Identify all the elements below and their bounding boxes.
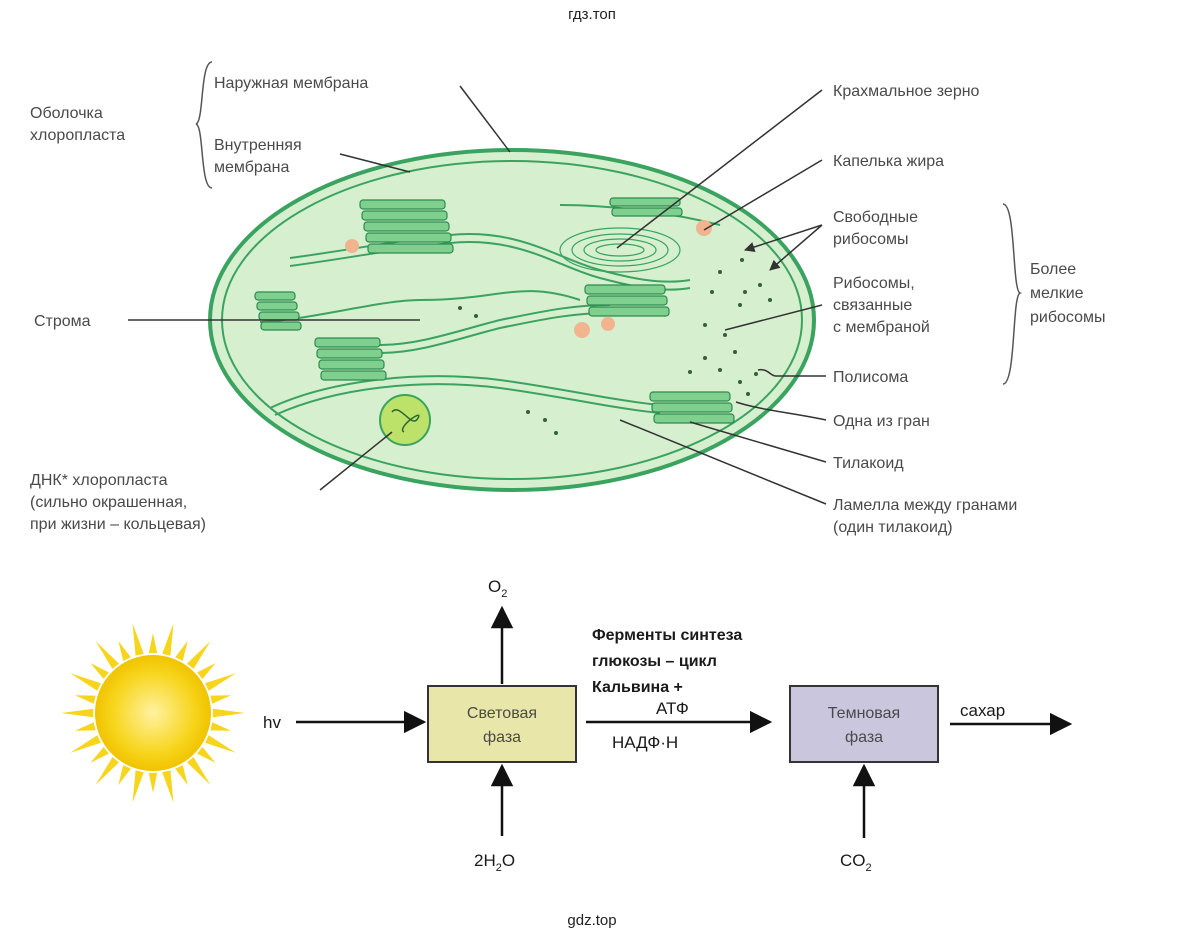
watermark-bottom: gdz.top xyxy=(567,912,617,929)
stroma-label: Строма xyxy=(34,313,91,330)
dark-phase-label-line-2: фаза xyxy=(845,729,883,746)
smaller-ribosomes-label-line-2: мелкие xyxy=(1030,285,1084,302)
sun-ray xyxy=(95,757,119,785)
sun-ray xyxy=(210,722,231,731)
shell-label-line-1: Оболочка xyxy=(30,105,103,122)
sun-ray xyxy=(90,747,109,763)
dna-label-line-1: ДНК* хлоропласта xyxy=(30,472,168,489)
water-label: 2H2O xyxy=(474,851,515,874)
bound-ribosomes-label-line-1: Рибосомы, xyxy=(833,275,915,292)
atp-label: АТФ xyxy=(656,699,689,718)
free-ribosomes-label-line-2: рибосомы xyxy=(833,231,908,248)
nadph-label: НАДФ·Н xyxy=(612,733,678,752)
free-ribosomes-label-line-1: Свободные xyxy=(833,209,918,226)
grana xyxy=(254,197,735,424)
sun-ray xyxy=(95,641,119,669)
sun-ray xyxy=(205,735,236,753)
starch-grain-label: Крахмальное зерно xyxy=(833,83,980,100)
polysome-label: Полисома xyxy=(833,369,908,386)
lamella-label-line-1: Ламелла между гранами xyxy=(833,497,1017,514)
sun-ray xyxy=(162,623,174,656)
sun-ray xyxy=(132,770,144,803)
sun-ray xyxy=(61,708,94,718)
sun-ray xyxy=(70,673,101,691)
sun-ray xyxy=(197,663,216,679)
sun-ray xyxy=(205,673,236,691)
inner-membrane-label-line-2: мембрана xyxy=(214,159,290,176)
bound-ribosomes-label-line-2: связанные xyxy=(833,297,912,314)
sun-ray xyxy=(75,722,96,731)
enzymes-label-line-3: Кальвина + xyxy=(592,679,683,696)
enzymes-label-line-1: Ферменты синтеза xyxy=(592,627,742,644)
dna-label-line-2: (сильно окрашенная, xyxy=(30,494,187,511)
shell-label-line-2: хлоропласта xyxy=(30,127,125,144)
sun-ray xyxy=(132,623,144,656)
watermark-top: гдз.топ xyxy=(568,6,616,23)
sun-ray xyxy=(118,640,131,661)
sun-ray xyxy=(210,695,231,704)
o2-label: O2 xyxy=(488,577,507,600)
chloroplast-drawing xyxy=(208,148,816,492)
sun-ray xyxy=(75,695,96,704)
sun-ray xyxy=(148,633,158,654)
leader-lines xyxy=(128,85,827,505)
ribosomes xyxy=(458,258,772,435)
thylakoid-label: Тилакоид xyxy=(833,455,904,472)
sun-ray xyxy=(197,747,216,763)
dark-phase-box xyxy=(789,685,939,763)
sun-ray xyxy=(187,757,211,785)
enzymes-label-line-2: глюкозы – цикл xyxy=(592,653,717,670)
light-phase-label-line-1: Световая xyxy=(467,705,537,722)
photosynthesis-scheme: hv Световая фаза O2 2H2O Ферменты синтез… xyxy=(61,577,1073,874)
light-phase-label-line-2: фаза xyxy=(483,729,521,746)
smaller-ribosomes-label-line-1: Более xyxy=(1030,261,1076,278)
sun-icon xyxy=(61,623,245,803)
fat-droplet-label: Капелька жира xyxy=(833,153,944,170)
sun-ray xyxy=(175,765,188,786)
fat-droplets xyxy=(345,220,712,338)
smaller-ribosomes-label-line-3: рибосомы xyxy=(1030,309,1105,326)
sun-ray xyxy=(175,640,188,661)
granum-label: Одна из гран xyxy=(833,413,930,430)
sun-ray xyxy=(187,641,211,669)
brackets xyxy=(195,61,1023,385)
co2-label: CO2 xyxy=(840,851,872,874)
dna-label-line-3: при жизни – кольцевая) xyxy=(30,516,206,533)
light-phase-box xyxy=(427,685,577,763)
sun-ray xyxy=(162,770,174,803)
light-input-label: hv xyxy=(263,713,281,732)
dark-phase-label-line-1: Темновая xyxy=(828,705,900,722)
sun-ray xyxy=(212,708,245,718)
sun-ray xyxy=(70,735,101,753)
lamella-label-line-2: (один тилакоид) xyxy=(833,519,953,536)
sugar-label: сахар xyxy=(960,701,1005,720)
sun-ray xyxy=(148,772,158,793)
sun-ray xyxy=(118,765,131,786)
sun-ray xyxy=(90,663,109,679)
inner-membrane-label-line-1: Внутренняя xyxy=(214,137,302,154)
chloroplast-labels: Оболочка хлоропласта Наружная мембрана В… xyxy=(30,75,1105,536)
starch-grain xyxy=(559,227,681,273)
bound-ribosomes-label-line-3: с мембраной xyxy=(833,319,930,336)
outer-membrane-label: Наружная мембрана xyxy=(214,75,368,92)
dna-nucleoid xyxy=(379,394,431,446)
